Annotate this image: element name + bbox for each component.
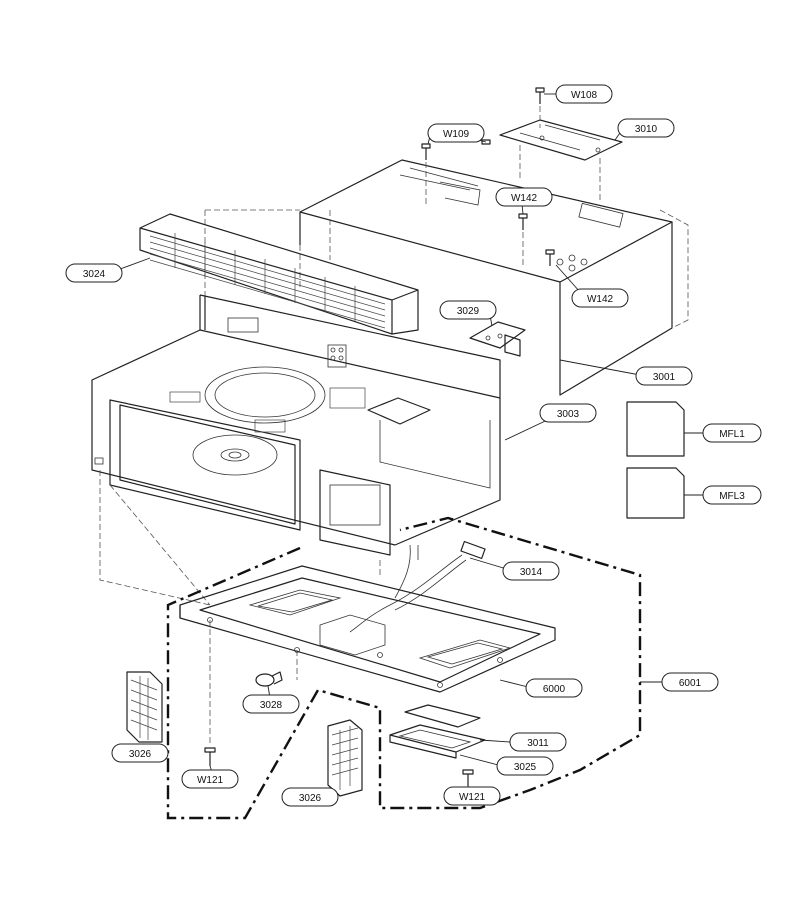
callout-w108: W108 bbox=[555, 84, 613, 104]
label-w108: W108 bbox=[571, 90, 598, 101]
label-3003: 3003 bbox=[557, 409, 580, 420]
callout-3010: 3010 bbox=[617, 118, 675, 138]
leader-lines bbox=[111, 93, 705, 797]
label-w109: W109 bbox=[443, 129, 470, 140]
label-w121-left: W121 bbox=[197, 775, 224, 786]
assembly-boundary-6001 bbox=[166, 516, 642, 820]
label-3026-left: 3026 bbox=[129, 749, 152, 760]
screw-w121-right bbox=[462, 769, 474, 786]
screw-w109 bbox=[421, 139, 491, 205]
callout-3028: 3028 bbox=[242, 694, 300, 714]
label-w142-upper: W142 bbox=[511, 193, 538, 204]
callout-w121-right: W121 bbox=[443, 786, 501, 806]
grease-filter-3026-center bbox=[327, 719, 363, 797]
label-3011: 3011 bbox=[527, 738, 549, 749]
lamp-holder-3025 bbox=[389, 724, 486, 759]
callout-3025: 3025 bbox=[496, 756, 554, 776]
wire-harness-3014 bbox=[349, 540, 486, 633]
callout-mfl3: MFL3 bbox=[702, 485, 762, 505]
callout-w142-lower: W142 bbox=[571, 288, 629, 308]
manual-mfl1 bbox=[626, 401, 685, 457]
callout-3024: 3024 bbox=[65, 263, 123, 283]
screw-w121-left bbox=[204, 747, 216, 766]
callout-mfl1: MFL1 bbox=[702, 423, 762, 443]
manual-mfl3 bbox=[626, 467, 685, 519]
callout-w109: W109 bbox=[427, 123, 485, 143]
label-mfl1: MFL1 bbox=[719, 429, 745, 440]
label-3028: 3028 bbox=[260, 700, 283, 711]
label-6001: 6001 bbox=[679, 678, 702, 689]
label-3024: 3024 bbox=[83, 269, 106, 280]
outer-cabinet-3001 bbox=[204, 159, 689, 396]
label-w142-lower: W142 bbox=[587, 294, 614, 305]
label-3010: 3010 bbox=[635, 124, 658, 135]
label-3029: 3029 bbox=[457, 306, 480, 317]
callout-w121-left: W121 bbox=[181, 769, 239, 789]
bracket-3029 bbox=[469, 321, 526, 357]
screw-w108 bbox=[535, 87, 545, 128]
callout-6000: 6000 bbox=[525, 678, 583, 698]
callout-w142-upper: W142 bbox=[495, 187, 553, 207]
label-mfl3: MFL3 bbox=[719, 491, 745, 502]
base-plate-6000 bbox=[179, 565, 556, 745]
callout-3029: 3029 bbox=[439, 300, 497, 320]
callout-3001: 3001 bbox=[635, 366, 693, 386]
vent-grille-3024 bbox=[139, 213, 419, 335]
label-6000: 6000 bbox=[543, 684, 566, 695]
callout-6001: 6001 bbox=[661, 672, 719, 692]
label-3025: 3025 bbox=[514, 762, 537, 773]
label-3001: 3001 bbox=[653, 372, 676, 383]
callout-3011: 3011 bbox=[509, 732, 567, 752]
callout-3026-center: 3026 bbox=[281, 787, 339, 807]
top-bracket-3010 bbox=[499, 119, 623, 200]
lamp-3028 bbox=[255, 671, 283, 687]
callout-3026-left: 3026 bbox=[111, 743, 169, 763]
label-w121-right: W121 bbox=[459, 792, 486, 803]
label-3026-center: 3026 bbox=[299, 793, 322, 804]
grease-filter-3026-left bbox=[126, 671, 163, 743]
callout-3014: 3014 bbox=[502, 561, 560, 581]
screw-w142-lower bbox=[545, 249, 555, 266]
screw-w142-upper bbox=[518, 213, 528, 265]
lamp-cover-3011 bbox=[404, 704, 481, 728]
inner-cavity-3003 bbox=[91, 294, 501, 606]
label-3014: 3014 bbox=[520, 567, 543, 578]
callout-3003: 3003 bbox=[539, 403, 597, 423]
